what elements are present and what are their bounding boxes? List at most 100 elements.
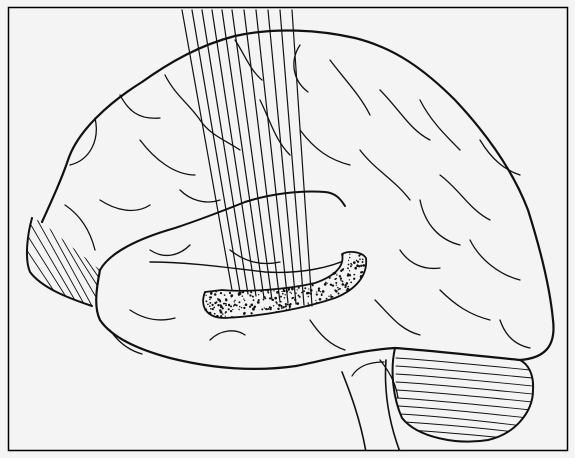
stipple-dot [342, 254, 343, 255]
stipple-dot [337, 292, 339, 294]
stipple-dot [241, 307, 242, 308]
stipple-dot [238, 309, 239, 310]
stipple-dot [210, 293, 212, 295]
stipple-dot [225, 312, 226, 313]
stipple-dot [275, 301, 277, 303]
stipple-dot [230, 305, 232, 307]
stipple-dot [258, 299, 260, 301]
stipple-dot [350, 282, 352, 284]
stipple-dot [260, 290, 262, 292]
stipple-dot [324, 283, 327, 286]
stipple-dot [339, 275, 341, 277]
stipple-dot [273, 290, 274, 291]
stipple-dot [278, 304, 281, 307]
stipple-dot [291, 288, 294, 291]
stipple-dot [243, 307, 245, 309]
stipple-dot [209, 313, 211, 315]
stipple-dot [329, 277, 331, 279]
stipple-dot [225, 304, 227, 306]
stipple-dot [316, 302, 318, 304]
stipple-dot [243, 298, 244, 299]
stipple-dot [350, 263, 352, 265]
stipple-dot [268, 308, 270, 310]
stipple-dot [322, 290, 325, 293]
stipple-dot [267, 289, 269, 291]
stipple-dot [225, 316, 226, 317]
stipple-dot [353, 274, 355, 276]
stipple-dot [356, 260, 358, 262]
stipple-dot [321, 293, 322, 294]
stipple-dot [357, 261, 359, 263]
stipple-dot [283, 289, 286, 292]
stipple-dot [254, 306, 256, 308]
stipple-dot [344, 286, 346, 288]
stipple-dot [285, 303, 287, 305]
stipple-dot [249, 306, 251, 308]
stipple-dot [205, 295, 206, 296]
stipple-dot [362, 261, 364, 263]
stipple-dot [318, 287, 320, 289]
stipple-dot [320, 291, 321, 292]
stipple-dot [220, 292, 222, 294]
stipple-dot [315, 300, 316, 301]
stipple-dot [286, 309, 287, 310]
stipple-dot [249, 294, 251, 296]
stipple-dot [238, 301, 240, 303]
stipple-dot [340, 280, 341, 281]
stipple-dot [339, 288, 341, 290]
stipple-dot [242, 291, 245, 294]
stipple-dot [222, 313, 224, 315]
stipple-dot [326, 298, 328, 300]
stipple-dot [336, 274, 337, 275]
stipple-dot [349, 257, 350, 258]
stipple-dot [234, 301, 235, 302]
stipple-dot [343, 268, 344, 269]
stipple-dot [291, 293, 292, 294]
stipple-dot [274, 297, 277, 300]
stipple-dot [224, 303, 226, 305]
stipple-dot [220, 311, 223, 314]
stipple-dot [325, 282, 327, 284]
stipple-dot [253, 299, 255, 301]
stipple-dot [244, 300, 245, 301]
stipple-dot [282, 306, 284, 308]
stipple-dot [216, 315, 219, 318]
stipple-dot [308, 288, 309, 289]
stipple-dot [234, 300, 236, 302]
stipple-dot [276, 311, 278, 313]
stipple-dot [326, 283, 327, 284]
stipple-dot [284, 294, 285, 295]
stipple-dot [347, 286, 349, 288]
stipple-dot [362, 259, 364, 261]
stipple-dot [287, 304, 289, 306]
stipple-dot [360, 277, 362, 279]
stipple-dot [318, 290, 320, 292]
stipple-dot [220, 315, 222, 317]
stipple-dot [225, 298, 227, 300]
stipple-dot [346, 282, 349, 285]
stipple-dot [277, 308, 279, 310]
stipple-dot [340, 278, 342, 280]
stipple-dot [332, 284, 334, 286]
stipple-dot [336, 284, 337, 285]
stipple-dot [273, 305, 274, 306]
stipple-dot [205, 300, 207, 302]
stipple-dot [335, 290, 338, 293]
stipple-dot [281, 305, 283, 307]
stipple-dot [342, 280, 344, 282]
stipple-dot [209, 305, 211, 307]
stipple-dot [276, 303, 277, 304]
stipple-dot [316, 293, 318, 295]
stipple-dot [334, 278, 336, 280]
stipple-dot [257, 301, 260, 304]
stipple-dot [265, 308, 267, 310]
stipple-dot [330, 296, 332, 298]
stipple-dot [245, 303, 248, 306]
stipple-dot [282, 293, 284, 295]
stipple-dot [349, 270, 350, 271]
stipple-dot [347, 267, 349, 269]
stipple-dot [204, 308, 207, 311]
stipple-dot [264, 307, 265, 308]
stipple-dot [232, 309, 233, 310]
stipple-dot [281, 291, 282, 292]
